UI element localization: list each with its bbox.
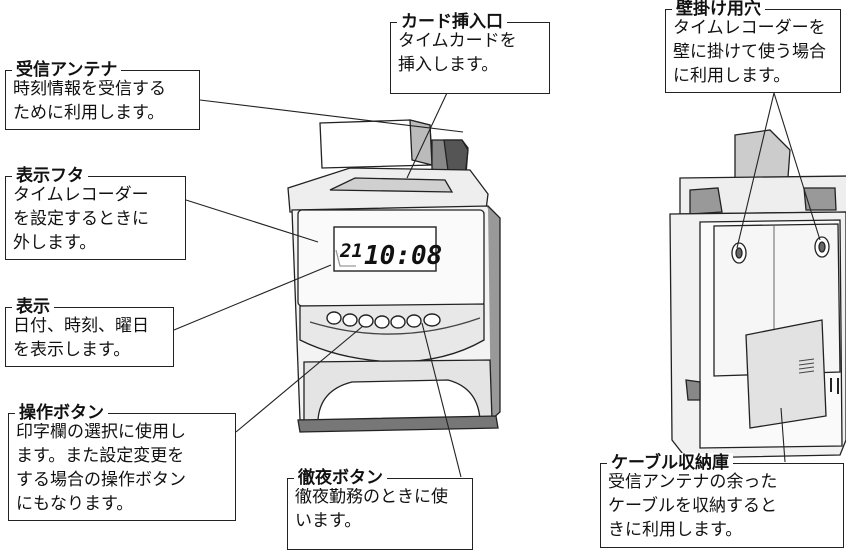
front-time-recorder: 21 10:08 [287, 119, 501, 433]
callout-antenna-title: 受信アンテナ [12, 60, 122, 80]
callout-display-cover-title: 表示フタ [12, 166, 88, 186]
callout-cable-storage-body: 受信アンテナの余った ケーブルを収納すると きに利用します。 [608, 472, 778, 540]
callout-card-slot: カード挿入口 タイムカードを 挿入します。 [390, 12, 550, 94]
overnight-button[interactable] [423, 313, 441, 327]
operation-button-4[interactable] [374, 315, 390, 329]
callout-wall-hole-body: タイムレコーダーを 壁に掛けて使う場合 に利用します。 [673, 18, 826, 86]
cable-storage-cover [745, 319, 827, 429]
callout-wall-hole-title: 壁掛け用穴 [672, 0, 765, 19]
lcd-date: 21 [339, 240, 363, 262]
operation-button-6[interactable] [406, 314, 422, 328]
callout-overnight-button-body: 徹夜勤務のときに使 います。 [295, 487, 448, 531]
callout-card-slot-title: カード挿入口 [397, 12, 507, 32]
callout-display-title: 表示 [12, 297, 54, 317]
operation-button-3[interactable] [358, 314, 374, 328]
callout-wall-hole: 壁掛け用穴 タイムレコーダーを 壁に掛けて使う場合 に利用します。 [665, 0, 841, 93]
operation-button-2[interactable] [342, 313, 358, 327]
back-time-recorder [669, 129, 846, 459]
callout-operation-buttons-body: 印字欄の選択に使用し ます。また設定変更を する場合の操作ボタン にもなります。 [16, 422, 186, 514]
callout-display-cover-body: タイムレコーダー を設定するときに 外します。 [13, 185, 149, 253]
callout-operation-buttons-title: 操作ボタン [15, 403, 108, 423]
callout-display-cover: 表示フタ タイムレコーダー を設定するときに 外します。 [5, 166, 186, 260]
lcd-time: 10:08 [364, 241, 442, 271]
callout-overnight-button-title: 徹夜ボタン [294, 468, 387, 488]
callout-overnight-button: 徹夜ボタン 徹夜勤務のときに使 います。 [287, 468, 473, 550]
callout-cable-storage: ケーブル収納庫 受信アンテナの余った ケーブルを収納すると きに利用します。 [600, 453, 844, 548]
callout-antenna-body: 時刻情報を受信する ために利用します。 [13, 79, 166, 123]
callout-display-body: 日付、時刻、曜日 を表示します。 [13, 316, 149, 360]
callout-display: 表示 日付、時刻、曜日 を表示します。 [5, 297, 174, 367]
operation-button-5[interactable] [390, 315, 406, 329]
callout-operation-buttons: 操作ボタン 印字欄の選択に使用し ます。また設定変更を する場合の操作ボタン に… [8, 403, 236, 521]
callout-antenna: 受信アンテナ 時刻情報を受信する ために利用します。 [5, 60, 200, 130]
operation-button-1[interactable] [326, 311, 342, 325]
leader-lines [173, 77, 821, 478]
callout-card-slot-body: タイムカードを 挿入します。 [398, 31, 517, 75]
callout-cable-storage-title: ケーブル収納庫 [607, 453, 733, 473]
